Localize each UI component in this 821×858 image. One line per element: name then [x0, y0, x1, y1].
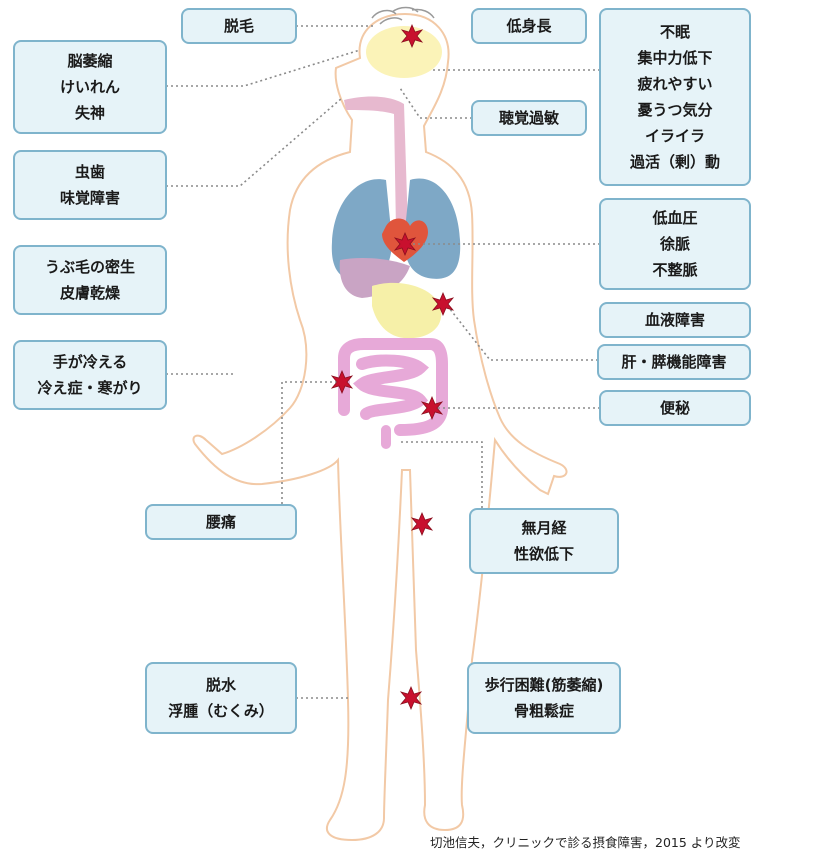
label-text: 骨粗鬆症	[514, 698, 574, 724]
label-text: 過活（剰）動	[630, 149, 720, 175]
intestine-icon	[344, 344, 442, 430]
label-text: うぶ毛の密生	[45, 254, 135, 280]
label-text: 肝・膵機能障害	[621, 349, 726, 375]
label-text: 便秘	[660, 395, 690, 421]
label-amenorrhea: 無月経 性欲低下	[469, 508, 619, 574]
label-text: 腰痛	[206, 509, 236, 535]
label-heart: 低血圧 徐脈 不整脈	[599, 198, 751, 290]
label-text: 失神	[75, 100, 105, 126]
label-text: 浮腫（むくみ）	[168, 698, 274, 724]
label-text: 冷え症・寒がり	[37, 375, 142, 401]
leader-line-liver	[446, 304, 598, 360]
label-text: 脱水	[206, 672, 236, 698]
label-text: 不整脈	[652, 257, 697, 283]
brain-icon	[366, 26, 442, 78]
label-blood: 血液障害	[599, 302, 751, 338]
label-text: 疲れやすい	[637, 71, 712, 97]
label-text: 性欲低下	[514, 541, 574, 567]
label-text: 憂うつ気分	[637, 97, 712, 123]
label-text: イライラ	[645, 123, 705, 149]
citation: 切池信夫，クリニックで診る摂食障害，2015 より改変	[430, 832, 821, 851]
label-hair-loss: 脱毛	[181, 8, 297, 44]
leader-line-teeth	[166, 98, 342, 186]
label-text: 血液障害	[645, 307, 705, 333]
leader-line-back	[282, 382, 336, 520]
label-text: 皮膚乾燥	[60, 280, 120, 306]
label-liver: 肝・膵機能障害	[597, 344, 751, 380]
label-mental: 不眠 集中力低下 疲れやすい 憂うつ気分 イライラ 過活（剰）動	[599, 8, 751, 186]
label-text: 歩行困難(筋萎縮)	[485, 672, 604, 698]
label-text: 虫歯	[75, 159, 105, 185]
label-brain: 脳萎縮 けいれん 失神	[13, 40, 167, 134]
label-walking: 歩行困難(筋萎縮) 骨粗鬆症	[467, 662, 621, 734]
label-text: 低血圧	[652, 205, 697, 231]
label-text: 味覚障害	[60, 185, 120, 211]
label-text: 脳萎縮	[67, 48, 112, 74]
label-teeth: 虫歯 味覚障害	[13, 150, 167, 220]
label-back-pain: 腰痛	[145, 504, 297, 540]
label-cold: 手が冷える 冷え症・寒がり	[13, 340, 167, 410]
label-text: 聴覚過敏	[499, 105, 559, 131]
label-text: 集中力低下	[637, 45, 712, 71]
label-hyperacusis: 聴覚過敏	[471, 100, 587, 136]
label-text: 徐脈	[660, 231, 690, 257]
label-text: けいれん	[60, 74, 120, 100]
label-edema: 脱水 浮腫（むくみ）	[145, 662, 297, 734]
label-short-stature: 低身長	[471, 8, 587, 44]
label-constipation: 便秘	[599, 390, 751, 426]
marker-amenorrhea-icon	[412, 513, 432, 535]
marker-walking-icon	[401, 687, 421, 709]
leader-line-amenorrhea	[400, 442, 482, 508]
label-skin: うぶ毛の密生 皮膚乾燥	[13, 245, 167, 315]
leader-line-brain	[166, 50, 360, 86]
label-text: 低身長	[506, 13, 551, 39]
label-text: 無月経	[521, 515, 566, 541]
label-text: 不眠	[660, 19, 690, 45]
label-text: 脱毛	[224, 13, 254, 39]
stomach-icon	[372, 283, 441, 338]
hair-icon	[372, 8, 434, 25]
label-text: 手が冷える	[53, 349, 128, 375]
